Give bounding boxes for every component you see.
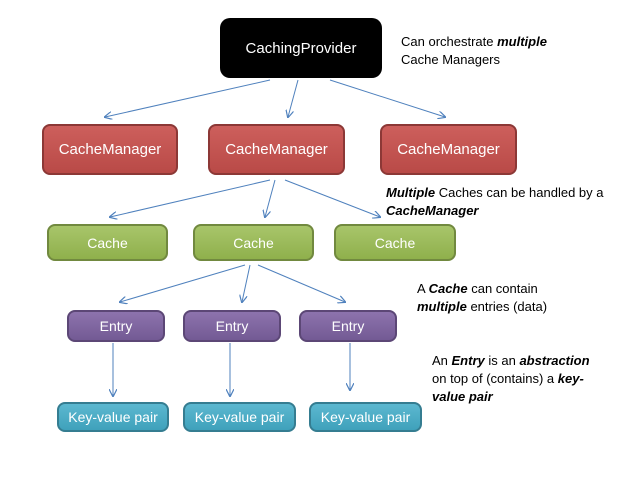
note-emphasis: abstraction	[519, 353, 590, 368]
note-emphasis: multiple	[417, 299, 467, 314]
key-value-pair-node: Key-value pair	[57, 402, 169, 432]
note-text: can contain	[467, 281, 538, 296]
note-emphasis: Multiple	[386, 185, 436, 200]
entry-node: Entry	[299, 310, 397, 342]
key-value-pair-node: Key-value pair	[183, 402, 296, 432]
note-emphasis: CacheManager	[386, 203, 479, 218]
cache-manager-node: CacheManager	[208, 124, 345, 175]
arrow-manager-to-cache-3	[284, 179, 380, 217]
cache-node: Cache	[47, 224, 168, 261]
note-provider: Can orchestrate multiple Cache Managers	[401, 33, 621, 69]
entry-node: Entry	[67, 310, 165, 342]
arrow-cache-to-entry-3	[257, 264, 345, 302]
note-emphasis: value pair	[432, 389, 493, 404]
arrow-provider-to-manager-3	[329, 79, 445, 117]
cache-manager-node: CacheManager	[380, 124, 517, 175]
note-text: A	[417, 281, 429, 296]
note-entry: An Entry is an abstraction on top of (co…	[432, 352, 632, 406]
note-text: is an	[484, 353, 520, 368]
cache-node: Cache	[334, 224, 456, 261]
note-text: Can orchestrate	[401, 34, 498, 49]
note-text: Caches can be handled by a	[435, 185, 604, 200]
arrow-manager-to-cache-2	[265, 179, 276, 217]
key-value-pair-node: Key-value pair	[309, 402, 422, 432]
cache-node: Cache	[193, 224, 314, 261]
note-emphasis: multiple	[497, 34, 547, 49]
note-cache: A Cache can contain multiple entries (da…	[417, 280, 627, 316]
cache-manager-node: CacheManager	[42, 124, 178, 175]
note-text: An	[432, 353, 452, 368]
note-emphasis: Cache	[428, 281, 468, 296]
entry-node: Entry	[183, 310, 281, 342]
note-text: entries (data)	[466, 299, 548, 314]
arrow-cache-to-entry-2	[242, 264, 251, 302]
arrow-provider-to-manager-2	[288, 79, 299, 117]
note-text: on top of (contains) a	[432, 371, 558, 386]
arrow-cache-to-entry-1	[120, 264, 246, 302]
note-text: Cache Managers	[401, 52, 500, 67]
note-emphasis: key-	[557, 371, 584, 386]
note-emphasis: Entry	[451, 353, 485, 368]
arrow-manager-to-cache-1	[110, 179, 271, 217]
arrow-provider-to-manager-1	[105, 79, 271, 117]
caching-provider-node: CachingProvider	[220, 18, 382, 78]
note-manager: Multiple Caches can be handled by a Cach…	[386, 184, 636, 220]
